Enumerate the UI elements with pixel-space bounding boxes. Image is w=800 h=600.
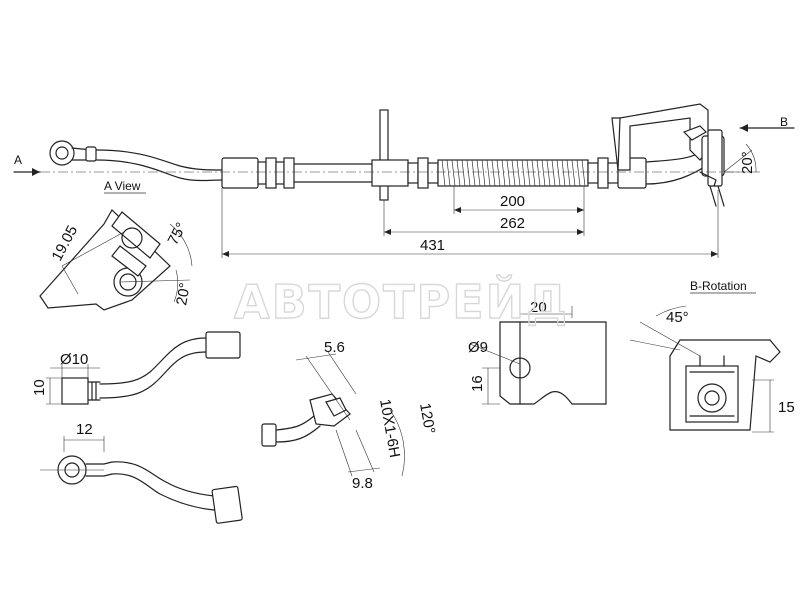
spring-coil xyxy=(566,159,571,187)
center-fitting-detail: 5.6 9.8 10X1-6H 120° xyxy=(261,339,438,492)
spring-coil xyxy=(466,159,471,187)
dim-200-label: 200 xyxy=(500,193,525,210)
a-view-20-label: 20° xyxy=(173,281,194,306)
length-dimensions: 200 262 431 xyxy=(221,186,719,258)
dia-10-label: Ø10 xyxy=(60,351,88,368)
width-12-label: 12 xyxy=(76,421,93,438)
bracket-20-label: 20 xyxy=(530,299,547,316)
spring-coil xyxy=(476,159,481,187)
spring-coil xyxy=(461,159,466,187)
spring-coil xyxy=(451,159,456,187)
watermark: АВТОТРЕЙД xyxy=(234,275,569,329)
b-rot-45-label: 45° xyxy=(666,309,689,326)
fitting-5-6-label: 5.6 xyxy=(324,339,345,356)
spring-coil xyxy=(581,159,586,187)
spring-coil xyxy=(496,159,501,187)
spring-coil xyxy=(501,159,506,187)
end-bracket xyxy=(611,103,725,207)
angle-20-label: 20° xyxy=(739,151,756,174)
bracket-dia-9-label: Ø9 xyxy=(468,339,488,356)
dim-431-label: 431 xyxy=(420,237,445,254)
bracket-plate-detail: 20 Ø9 16 xyxy=(468,299,607,405)
angle-20-main: 20° xyxy=(723,143,760,174)
angle-120-label: 120° xyxy=(416,402,438,436)
spring-coil xyxy=(541,159,546,187)
spring-coil xyxy=(511,159,516,187)
spring-coil xyxy=(556,159,561,187)
spring-guard xyxy=(437,159,589,187)
banjo-top-detail: 12 xyxy=(40,421,243,524)
dim-262-label: 262 xyxy=(500,215,525,232)
spring-coil xyxy=(546,159,551,187)
spring-coil xyxy=(571,159,576,187)
spring-coil xyxy=(516,159,521,187)
spring-coil xyxy=(486,159,491,187)
spring-coil xyxy=(481,159,486,187)
spring-coil xyxy=(446,159,451,187)
spring-coil xyxy=(456,159,461,187)
spring-coil xyxy=(441,159,446,187)
height-10-label: 10 xyxy=(31,379,48,396)
arrow-b-label: B xyxy=(780,115,788,129)
fitting-side-detail: Ø10 10 xyxy=(31,331,241,405)
b-rot-15-label: 15 xyxy=(778,399,795,416)
spring-coil xyxy=(561,159,566,187)
fitting-9-8-label: 9.8 xyxy=(352,475,373,492)
spring-coil xyxy=(576,159,581,187)
a-view-detail: A View 19.05 75° 20° xyxy=(39,179,194,311)
bracket-16-label: 16 xyxy=(469,375,486,392)
spring-coil xyxy=(536,159,541,187)
spring-coil xyxy=(526,159,531,187)
spring-coil xyxy=(471,159,476,187)
spring-coil xyxy=(491,159,496,187)
view-arrow-a: A xyxy=(13,153,41,176)
b-rotation-title: B-Rotation xyxy=(690,279,747,293)
spring-coil xyxy=(506,159,511,187)
thread-label: 10X1-6H xyxy=(376,398,403,459)
view-arrow-b: B xyxy=(739,115,795,132)
b-rotation-detail: B-Rotation 45° 15 xyxy=(629,279,795,433)
main-hose-assembly xyxy=(40,103,744,207)
spring-coil xyxy=(551,159,556,187)
a-view-title: A View xyxy=(104,179,141,193)
arrow-a-label: A xyxy=(14,153,22,167)
spring-coil xyxy=(531,159,536,187)
spring-coil xyxy=(521,159,526,187)
